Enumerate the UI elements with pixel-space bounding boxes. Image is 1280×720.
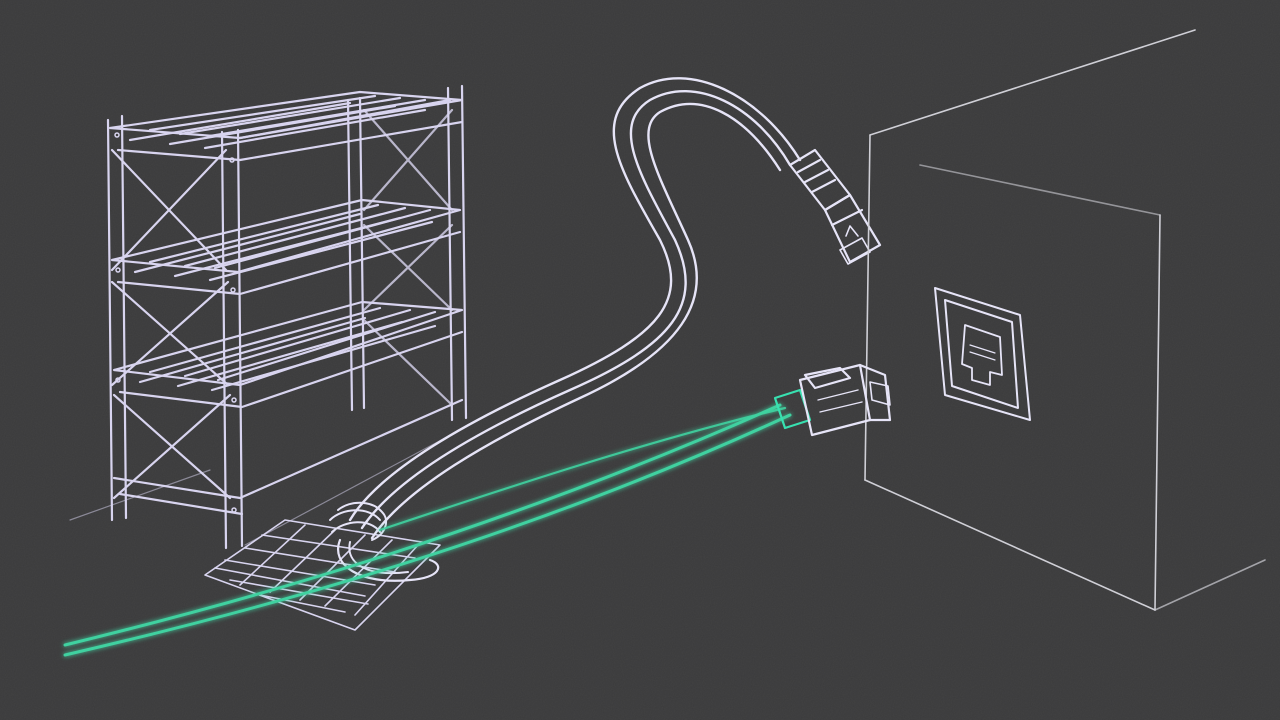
wall-panel [864, 29, 1266, 611]
wall-ethernet-port [934, 287, 1031, 421]
white-ethernet-cable [329, 77, 802, 582]
rj45-plug-lower [773, 363, 892, 437]
storage-shelf [69, 84, 468, 550]
rj45-plug-upper [788, 148, 882, 265]
teal-cable [63, 403, 792, 657]
